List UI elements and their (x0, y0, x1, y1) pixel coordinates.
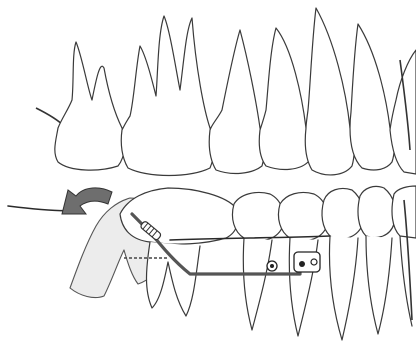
bracket-icon-2 (294, 252, 320, 272)
lower-tooth-4-root (330, 236, 359, 340)
bracket-icon (267, 261, 277, 271)
lower-tooth-6 (392, 186, 416, 238)
lower-tooth-1 (120, 188, 238, 244)
lower-tooth-4 (322, 188, 364, 238)
lower-tooth-5-root (366, 236, 392, 334)
upper-tooth-1 (55, 42, 125, 170)
curved-arrow-icon (62, 188, 112, 214)
lower-tooth-2 (232, 192, 283, 240)
lower-tooth-1-roots (147, 242, 201, 316)
lower-tooth-2-root (243, 238, 272, 330)
lower-arch (70, 186, 416, 340)
upper-tooth-2 (121, 16, 214, 176)
upper-tooth-4 (259, 28, 310, 169)
upper-tooth-3 (209, 30, 264, 173)
upper-tooth-5 (305, 8, 354, 175)
upper-tooth-6 (350, 24, 394, 170)
lower-tooth-5 (358, 186, 396, 237)
lower-tooth-3 (278, 192, 327, 240)
upper-arch (36, 8, 416, 176)
